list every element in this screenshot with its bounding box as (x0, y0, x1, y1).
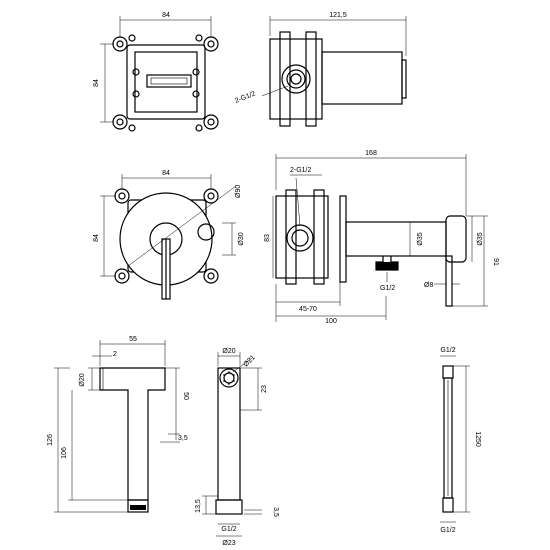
hose-length-dim: 1250 (474, 431, 481, 447)
mixer-lever-side (445, 255, 453, 307)
hand-shower-depth-dim: 50 (182, 392, 189, 400)
plate-diameter-dim: Ø90 (235, 185, 242, 198)
mixer-depth-range-dim: 45-70 (299, 306, 317, 313)
holder-diameter-dim: Ø35 (477, 232, 484, 245)
hand-shower-front-connector (215, 499, 243, 515)
hand-shower-length-dim: 55 (129, 336, 137, 343)
hand-shower-body-height-dim: 106 (61, 447, 68, 459)
handle-diameter-dim: Ø8 (424, 282, 433, 289)
mixer-plate-edge (339, 195, 347, 283)
hand-shower-side-view: 55 2 Ø20 50 3,5 126 106 (47, 336, 189, 513)
hose-view: G1/2 1250 G1/2 (440, 347, 481, 534)
spray-diameter-dim: Ø21 (242, 354, 256, 368)
head-height-dim: 23 (261, 385, 268, 393)
hand-shower-body (99, 367, 166, 501)
mixer-overall-dim: 168 (365, 150, 377, 157)
valve-body (321, 51, 403, 105)
mixer-height-dim: 84 (93, 234, 100, 242)
mixer-side-height-dim: 83 (264, 234, 271, 242)
mixer-side-height-right-dim: 91 (492, 258, 499, 266)
mixer-holder (445, 215, 467, 263)
front-top-diameter-dim: Ø20 (222, 348, 235, 355)
frame-inner (134, 51, 198, 113)
mixer-outlet-body (345, 221, 447, 257)
frame-side-view: 121,5 2-G1/2 (234, 12, 407, 127)
bottom-offset-dim: 3,5 (272, 507, 279, 517)
hand-shower-offset-dim: 3,5 (178, 435, 188, 442)
spray-face (219, 368, 239, 388)
frame-body (126, 44, 206, 120)
hose-bottom-nut (442, 497, 454, 513)
frame-height-dim: 84 (93, 79, 100, 87)
hand-shower-front-body (217, 367, 241, 501)
hand-shower-wall-dim: 2 (113, 351, 117, 358)
outlet-thread-label: G1/2 (380, 285, 395, 292)
mixer-depth-total-dim: 100 (325, 318, 337, 325)
hose-top-nut (442, 365, 454, 379)
front-thread-label: G1/2 (221, 526, 236, 533)
valve-port (281, 64, 311, 94)
mixer-front-view: 84 84 Ø90 Ø30 (93, 170, 245, 300)
hand-shower-front-view: Ø20 Ø21 23 13,5 3,5 G1/2 Ø23 (195, 348, 279, 547)
mixer-side-view: 168 2-G1/2 83 45-70 100 Ø35 Ø35 G1/2 Ø8 (264, 150, 499, 325)
frame-width-dim: 84 (162, 12, 170, 19)
mixer-side-thread-label: 2-G1/2 (290, 167, 312, 174)
bottom-height-dim: 13,5 (195, 499, 202, 513)
frame-front-view: 84 84 (93, 12, 219, 132)
hand-shower-height-dim: 126 (47, 434, 54, 446)
hand-shower-diameter-dim: Ø20 (79, 373, 86, 386)
frame-side-body (269, 38, 323, 120)
mixer-width-dim: 84 (162, 170, 170, 177)
frame-slot (146, 74, 192, 88)
outlet-diameter-dim: Ø35 (417, 232, 424, 245)
mixer-side-port (286, 224, 314, 252)
frame-side-length-dim: 121,5 (329, 12, 347, 19)
hose-bottom-thread-label: G1/2 (440, 527, 455, 534)
bore-diameter-dim: Ø30 (238, 232, 245, 245)
hand-shower-connector (127, 499, 149, 513)
holder-knob (197, 223, 215, 241)
hose-top-thread-label: G1/2 (440, 347, 455, 354)
bottom-diameter-dim: Ø23 (222, 540, 235, 547)
frame-side-thread-label: 2-G1/2 (234, 90, 257, 105)
frame-mount-tabs (112, 34, 219, 132)
